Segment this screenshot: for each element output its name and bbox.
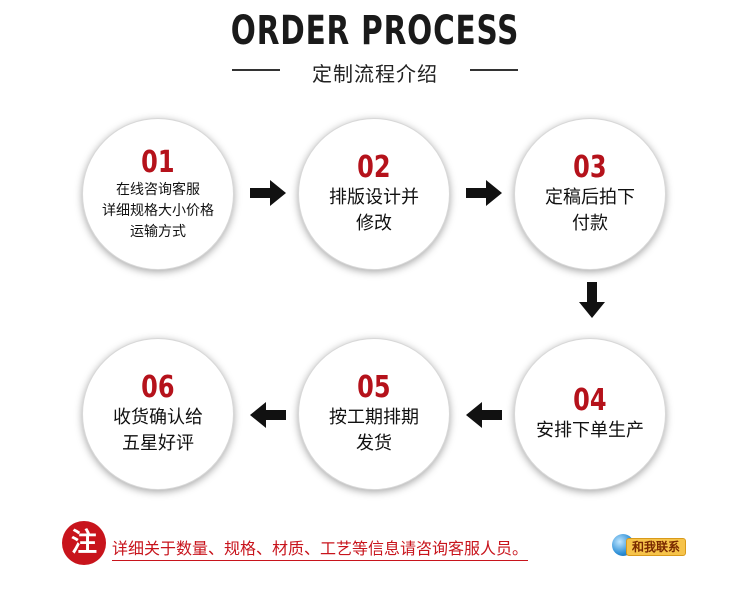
step-number: 05 — [357, 370, 391, 405]
step-number: 03 — [573, 150, 607, 185]
subtitle-divider-right — [470, 69, 518, 71]
arrow-left-icon — [250, 402, 286, 428]
subtitle-divider-left — [232, 69, 280, 71]
note-text: 详细关于数量、规格、材质、工艺等信息请咨询客服人员。 — [112, 535, 529, 561]
page-title: ORDER PROCESS — [230, 8, 520, 54]
step-number: 01 — [141, 144, 175, 180]
step-description: 定稿后拍下 付款 — [545, 187, 635, 234]
step-description: 在线咨询客服 详细规格大小价格 运输方式 — [102, 181, 214, 240]
step-description: 排版设计并 修改 — [329, 187, 419, 234]
step-description: 按工期排期 发货 — [329, 407, 419, 454]
step-05: 05 按工期排期 发货 — [298, 338, 450, 490]
step-number: 06 — [141, 370, 175, 405]
step-description: 收货确认给 五星好评 — [113, 407, 203, 454]
note-badge: 注 — [62, 521, 106, 565]
arrow-down-icon — [579, 282, 605, 318]
step-number: 02 — [357, 150, 391, 185]
step-06: 06 收货确认给 五星好评 — [82, 338, 234, 490]
step-description: 安排下单生产 — [536, 420, 644, 441]
arrow-right-icon — [466, 180, 502, 206]
step-03: 03 定稿后拍下 付款 — [514, 118, 666, 270]
subtitle-row: 定制流程介绍 — [0, 58, 750, 86]
contact-button[interactable]: 和我联系 — [612, 534, 708, 556]
contact-label[interactable]: 和我联系 — [626, 538, 687, 556]
step-number: 04 — [573, 383, 607, 418]
arrow-right-icon — [250, 180, 286, 206]
step-04: 04 安排下单生产 — [514, 338, 666, 490]
page-subtitle: 定制流程介绍 — [312, 62, 438, 86]
arrow-left-icon — [466, 402, 502, 428]
step-01: 01 在线咨询客服 详细规格大小价格 运输方式 — [82, 118, 234, 270]
step-02: 02 排版设计并 修改 — [298, 118, 450, 270]
